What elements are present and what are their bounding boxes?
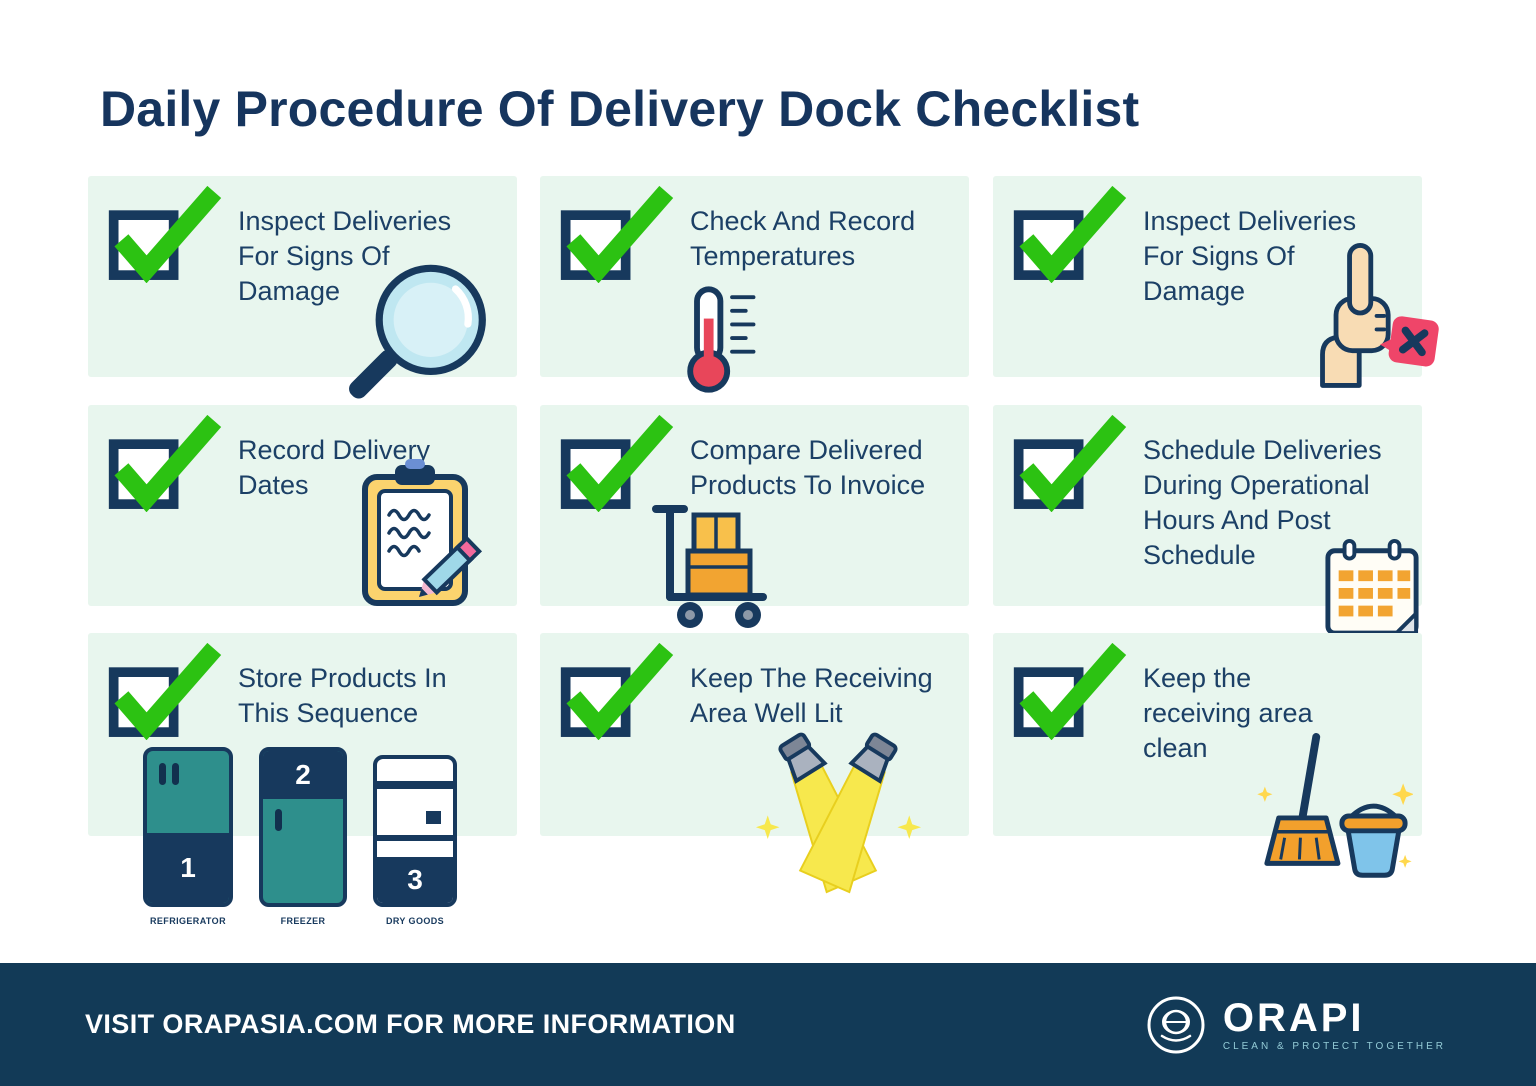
handtruck-icon — [652, 505, 767, 628]
checklist-card: Inspect Deliveries For Signs Of Damage — [993, 176, 1439, 388]
spotlights-icon — [755, 732, 922, 894]
reject-hand-icon — [1320, 243, 1439, 388]
brand-name: ORAPI — [1222, 995, 1365, 1040]
checkbox-checked-icon[interactable] — [1009, 643, 1127, 740]
appliance-label: DRY GOODS — [385, 916, 445, 926]
checklist-card: Inspect Deliveries For Signs Of Damage — [88, 176, 517, 399]
appliance-label: FREEZER — [280, 916, 326, 926]
checklist-card: Compare Delivered Products To Invoice — [540, 405, 969, 628]
checkbox-checked-icon[interactable] — [104, 643, 222, 740]
checklist-card: Check And Record Temperatures — [540, 176, 969, 393]
checklist-card: Keep The Receiving Area Well Lit — [540, 633, 969, 894]
checklist-card: Schedule Deliveries During Operational H… — [993, 405, 1422, 636]
checkbox-checked-icon[interactable] — [1009, 415, 1127, 512]
checkbox-checked-icon[interactable] — [556, 643, 674, 740]
thermometer-icon — [687, 286, 756, 393]
checklist-item-text: Keep The Receiving Area Well Lit — [690, 663, 933, 728]
calendar-icon — [1325, 539, 1419, 636]
checklist-card: Keep the receiving area clean — [993, 633, 1422, 878]
checklist-card: Store Products In This Sequence 1 REFRIG… — [88, 633, 517, 926]
cleaning-icon — [1257, 733, 1413, 878]
footer-text: VISIT ORAPASIA.COM FOR MORE INFORMATION — [85, 1009, 736, 1039]
checkbox-checked-icon[interactable] — [104, 415, 222, 512]
clipboard-icon — [362, 459, 483, 606]
checkbox-checked-icon[interactable] — [556, 186, 674, 283]
magnifier-icon — [349, 264, 486, 399]
freezer-icon: 2 — [259, 747, 347, 907]
checklist-item-text: Record Delivery Dates — [238, 435, 431, 500]
appliance-number: 1 — [180, 852, 196, 883]
globe-icon — [1147, 996, 1205, 1053]
checklist-item-text: Store Products In This Sequence — [238, 663, 447, 728]
checklist-item-text: Keep the receiving area clean — [1143, 663, 1313, 763]
checklist-item-text: Check And Record Temperatures — [690, 206, 916, 271]
refrigerator-icon: 1 — [143, 747, 233, 907]
checklist-item-text: Schedule Deliveries During Operational H… — [1143, 435, 1382, 570]
checkbox-checked-icon[interactable] — [104, 186, 222, 283]
checkbox-checked-icon[interactable] — [556, 415, 674, 512]
page-title: Daily Procedure Of Delivery Dock Checkli… — [100, 81, 1140, 137]
appliance-number: 2 — [295, 759, 311, 790]
brand-tagline: CLEAN & PROTECT TOGETHER — [1222, 1040, 1446, 1052]
checklist-grid: Inspect Deliveries For Signs Of Damage C… — [88, 176, 1439, 926]
checklist-item-text: Inspect Deliveries For Signs Of Damage — [238, 206, 452, 306]
checkbox-checked-icon[interactable] — [1009, 186, 1127, 283]
storage-sequence-icon: 1 REFRIGERATOR 2 FREEZER — [143, 747, 457, 926]
dry-goods-icon: 3 — [373, 755, 457, 907]
appliance-label: REFRIGERATOR — [150, 916, 226, 926]
appliance-number: 3 — [407, 864, 423, 895]
checklist-item-text: Compare Delivered Products To Invoice — [690, 435, 926, 500]
orapi-logo: ORAPI CLEAN & PROTECT TOGETHER — [1145, 994, 1446, 1056]
checklist-item-text: Inspect Deliveries For Signs Of Damage — [1143, 206, 1357, 306]
checklist-card: Record Delivery Dates — [88, 405, 517, 606]
footer-bar: VISIT ORAPASIA.COM FOR MORE INFORMATION … — [0, 963, 1536, 1086]
